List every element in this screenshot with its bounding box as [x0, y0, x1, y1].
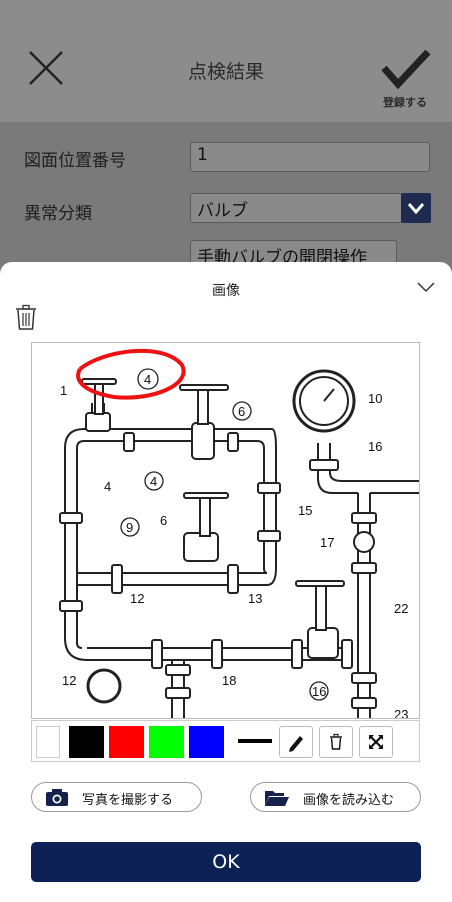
diagram-label: 16 [368, 439, 382, 454]
camera-icon [46, 789, 68, 806]
diagram-label: 10 [368, 391, 382, 406]
color-swatch-red[interactable] [109, 726, 144, 758]
piping-diagram: 1 4 6 10 16 4 15 6 9 4 17 22 12 13 12 18… [59, 348, 419, 719]
chevron-down-icon[interactable] [401, 193, 431, 223]
check-icon[interactable] [380, 46, 432, 90]
page-title: 点検結果 [187, 61, 264, 83]
color-swatch-green[interactable] [149, 726, 184, 758]
diagram-label: 23 [394, 707, 408, 719]
diagram-label: 16 [312, 684, 326, 699]
fullscreen-button[interactable] [359, 726, 393, 758]
diagram-label: 1 [60, 383, 67, 398]
trash-icon [330, 733, 342, 750]
diagram-label: 9 [126, 520, 133, 535]
drawing-number-label: 図面位置番号 [24, 151, 126, 171]
diagram-label: 13 [248, 591, 262, 606]
pencil-icon [289, 736, 303, 752]
diagram-label: 15 [298, 503, 312, 518]
diagram-label: 6 [238, 404, 245, 419]
load-image-button[interactable]: 画像を読み込む [250, 782, 421, 812]
register-button[interactable]: 登録する [383, 96, 427, 109]
take-photo-button[interactable]: 写真を撮影する [31, 782, 202, 812]
expand-icon [369, 735, 383, 749]
color-swatch-white[interactable] [36, 726, 60, 758]
trash-icon[interactable] [14, 304, 38, 330]
category-label: 異常分類 [24, 204, 92, 224]
diagram-label: 17 [320, 535, 334, 550]
take-photo-label: 写真を撮影する [82, 793, 174, 808]
pen-button[interactable] [279, 726, 313, 758]
diagram-label: 4 [144, 372, 151, 387]
color-swatch-black[interactable] [69, 726, 104, 758]
sheet-title: 画像 [212, 283, 240, 299]
diagram-label: 6 [160, 513, 167, 528]
clear-button[interactable] [319, 726, 353, 758]
load-image-label: 画像を読み込む [303, 793, 395, 808]
color-swatch-blue[interactable] [189, 726, 224, 758]
image-canvas[interactable]: 1 4 6 10 16 4 15 6 9 4 17 22 12 13 12 18… [31, 342, 420, 719]
diagram-label: 12 [62, 673, 76, 688]
drawing-number-input[interactable]: 1 [190, 142, 430, 172]
diagram-label: 4 [150, 474, 157, 489]
chevron-down-icon[interactable] [416, 280, 436, 294]
diagram-label: 22 [394, 601, 408, 616]
diagram-label: 18 [222, 673, 236, 688]
folder-open-icon [265, 791, 289, 806]
line-width-selector[interactable] [238, 739, 272, 743]
close-icon[interactable] [28, 50, 64, 86]
category-select[interactable]: バルブ [190, 193, 402, 223]
app-header: 点検結果 登録する [0, 0, 452, 122]
ok-button[interactable]: OK [31, 842, 421, 882]
diagram-label: 12 [130, 591, 144, 606]
diagram-label: 4 [104, 479, 111, 494]
